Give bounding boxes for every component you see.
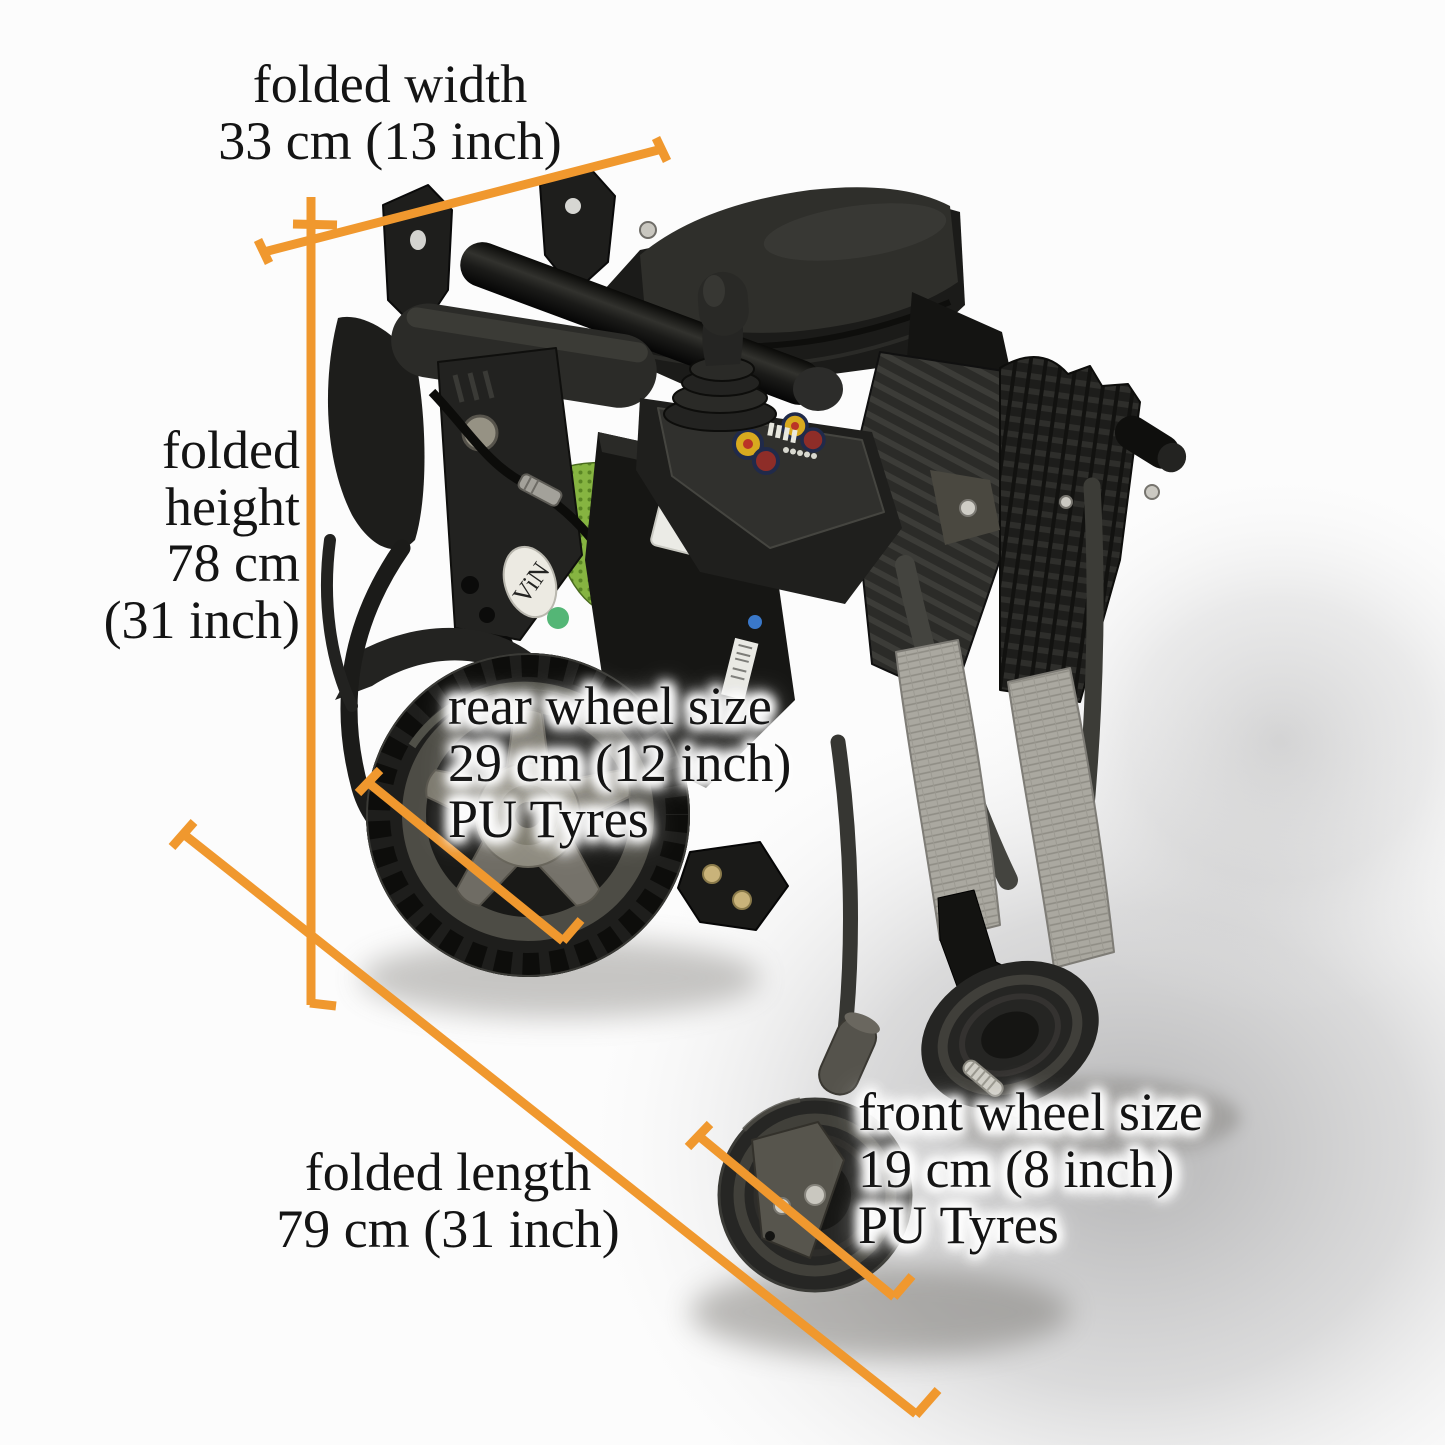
dimension-tick (354, 766, 384, 797)
footplate-straps (895, 639, 1115, 969)
rear-wheel-value: 29 cm (12 inch) (448, 732, 792, 793)
caster-spring (962, 1059, 1004, 1097)
joystick-unit (636, 271, 902, 604)
joystick-button-red (800, 427, 826, 453)
front-wheel-size-label: front wheel size 19 cm (8 inch) PU Tyres (858, 1084, 1203, 1254)
dimension-tick (912, 1387, 942, 1418)
dimension-tick (559, 917, 585, 944)
folded-width-value: 33 cm (13 inch) (218, 110, 562, 171)
folded-length-label: folded length 79 cm (31 inch) (228, 1144, 668, 1257)
blue-dot-sticker (748, 615, 762, 629)
green-dot-sticker (547, 607, 569, 629)
frame-bolt (639, 221, 657, 239)
axle-bolt (804, 1184, 826, 1206)
side-fabric-flap (327, 316, 425, 550)
dimension-tick (292, 219, 338, 230)
rear-wheel-title: rear wheel size (448, 676, 772, 736)
dimension-tick (684, 1120, 714, 1151)
dimension-tick (890, 1273, 916, 1300)
dimension-line-folded-length (168, 819, 942, 1418)
tyre-tread (366, 653, 690, 977)
folded-height-label: folded height 78 cm (31 inch) (50, 422, 300, 649)
folded-length-title: folded length (304, 1142, 592, 1202)
dimension-line-rear-wheel (354, 766, 585, 945)
release-pin (1114, 415, 1187, 473)
hinge-bolt (1144, 484, 1160, 500)
folded-height-value-1: 78 cm (166, 533, 300, 594)
footplate-assembly (851, 351, 1187, 703)
backrest-bracket-left (382, 184, 453, 333)
dimension-tick (253, 238, 274, 265)
footplate-waffle-panel (999, 356, 1141, 703)
folded-length-value: 79 cm (31 inch) (276, 1198, 620, 1259)
barcode-sticker (721, 637, 759, 701)
front-caster-shadow (690, 1266, 1070, 1358)
folded-height-title-1: folded (162, 420, 300, 480)
folded-width-label: folded width 33 cm (13 inch) (150, 56, 630, 169)
dimension-line-folded-width (253, 136, 672, 265)
speed-led-dots (783, 447, 817, 459)
folded-height-title-2: height (165, 476, 300, 537)
hinge-bolt (1059, 495, 1073, 509)
folded-height-value-2: (31 inch) (103, 590, 300, 651)
dimension-tick (309, 998, 337, 1011)
rear-wheel-tyre-type: PU Tyres (448, 789, 649, 850)
folded-width-title: folded width (252, 54, 528, 114)
joystick-button-red (752, 447, 780, 475)
battery-led-bars (767, 422, 798, 444)
dimension-line-front-wheel (684, 1120, 916, 1301)
front-wheel-tyre-type: PU Tyres (858, 1195, 1059, 1256)
front-wheel-title: front wheel size (858, 1082, 1203, 1142)
anti-tip-bracket (677, 841, 789, 931)
caster-stem (818, 1012, 880, 1096)
dimension-line-folded-height (292, 197, 338, 1011)
dimension-lines (168, 136, 942, 1418)
dimension-tick (168, 819, 198, 850)
brand-sticker: ViN (502, 545, 569, 629)
joystick-knob (697, 271, 749, 336)
rear-wheel-size-label: rear wheel size 29 cm (12 inch) PU Tyres (448, 678, 791, 848)
rear-fender (335, 627, 548, 700)
strap-right (1007, 667, 1115, 969)
caster-fork (751, 1121, 845, 1259)
folded-wheelchair: ViN 529 (321, 167, 1187, 1293)
front-caster-right (921, 889, 1099, 1119)
dimension-tick (651, 136, 672, 163)
front-wheel-value: 19 cm (8 inch) (858, 1138, 1175, 1199)
